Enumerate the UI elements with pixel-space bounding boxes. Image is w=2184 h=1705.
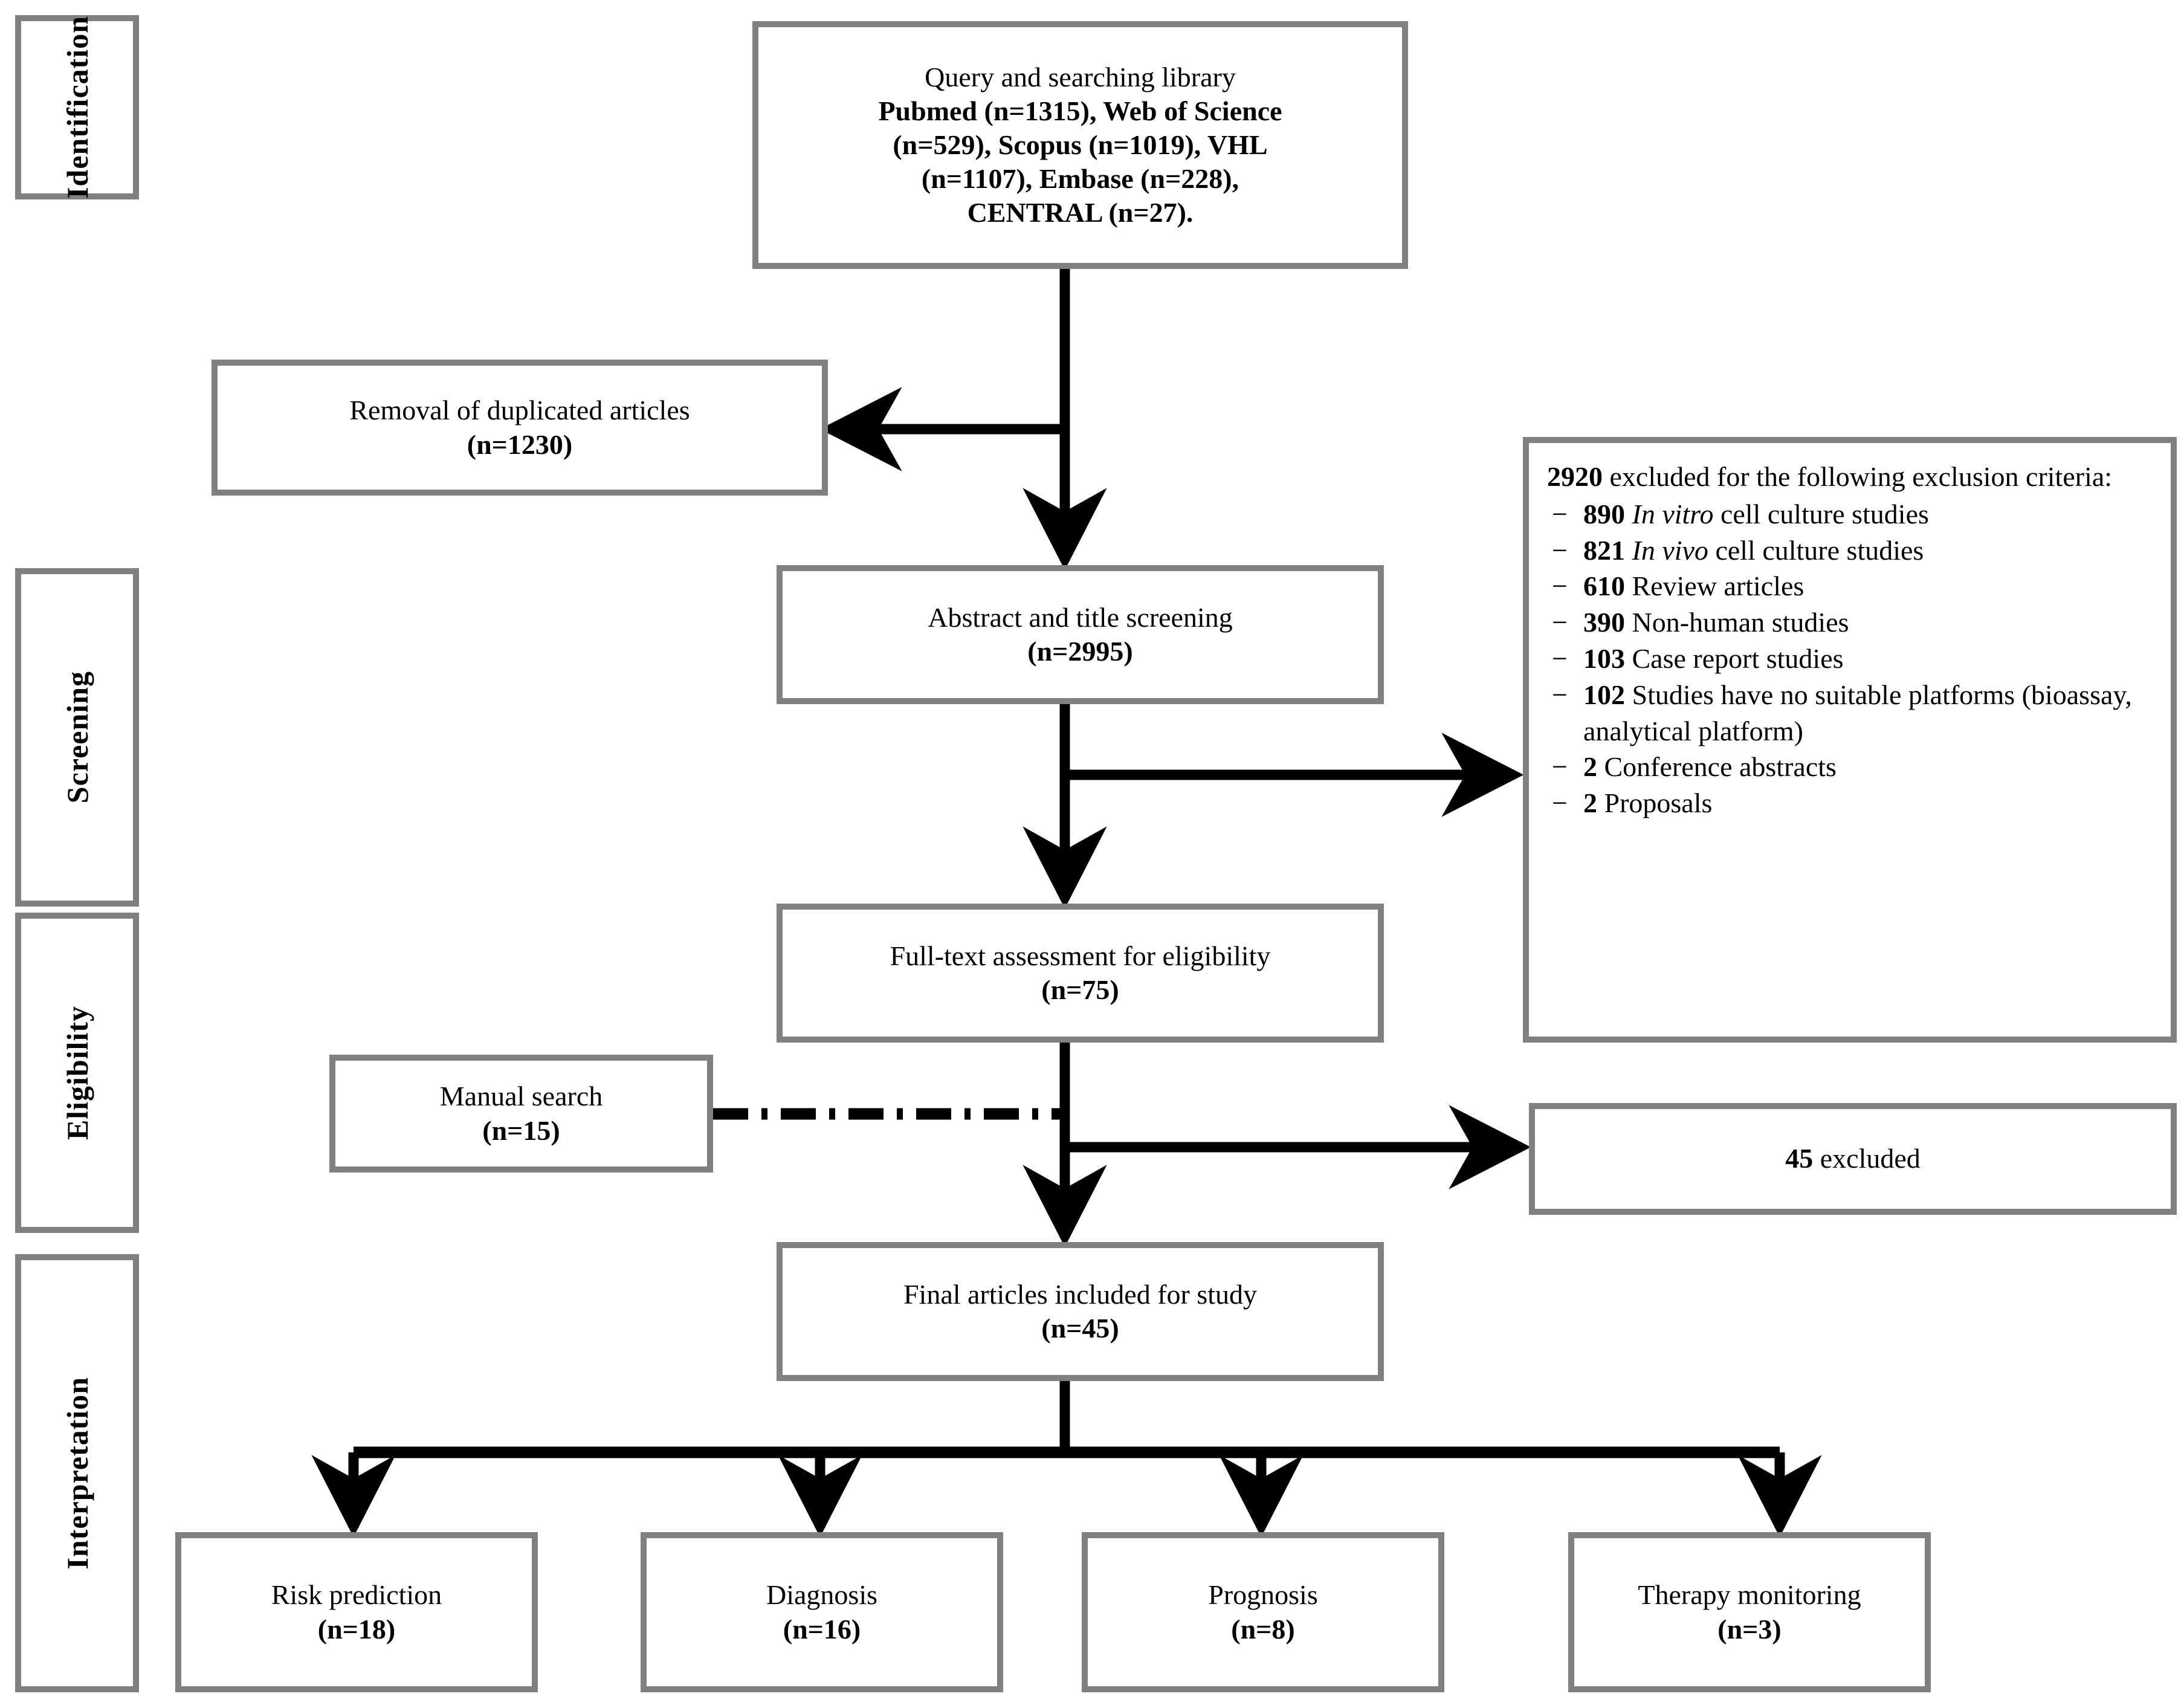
box-outcome-diagnosis: Diagnosis (n=16) bbox=[641, 1532, 1003, 1692]
stage-label-screening: Screening bbox=[60, 671, 94, 804]
exclusion-item: − 103 Case report studies bbox=[1547, 641, 2153, 677]
excluded45-count: 45 bbox=[1785, 1143, 1814, 1174]
outcome-label: Risk prediction bbox=[271, 1579, 442, 1611]
exclusion-item-count: 610 bbox=[1583, 571, 1625, 602]
exclusion-item-text: Review articles bbox=[1632, 571, 1804, 602]
fulltext-count: (n=75) bbox=[1041, 974, 1119, 1005]
exclusion-item: − 821 In vivo cell culture studies bbox=[1547, 532, 2153, 569]
exclusion-item-text: cell culture studies bbox=[1715, 534, 1924, 566]
dash-icon: − bbox=[1552, 751, 1568, 783]
exclusion-item-text: cell culture studies bbox=[1720, 498, 1929, 529]
screening-count: (n=2995) bbox=[1027, 636, 1133, 667]
exclusion-item: − 890 In vitro cell culture studies bbox=[1547, 496, 2153, 532]
exclusion-item-text: Case report studies bbox=[1632, 642, 1844, 674]
stage-screening: Screening bbox=[15, 568, 139, 907]
box-outcome-prognosis: Prognosis (n=8) bbox=[1082, 1532, 1444, 1692]
exclusion-item: − 610 Review articles bbox=[1547, 568, 2153, 604]
box-query-and-searching-library: Query and searching library Pubmed (n=13… bbox=[752, 21, 1408, 269]
dash-icon: − bbox=[1552, 534, 1568, 566]
exclusion-total-count: 2920 bbox=[1547, 461, 1603, 492]
fulltext-label: Full-text assessment for eligibility bbox=[890, 940, 1271, 971]
box-outcome-therapy-monitoring: Therapy monitoring (n=3) bbox=[1568, 1532, 1931, 1692]
duplicates-count: (n=1230) bbox=[467, 429, 573, 460]
dash-icon: − bbox=[1552, 607, 1568, 638]
manual-search-count: (n=15) bbox=[482, 1115, 560, 1146]
final-label: Final articles included for study bbox=[903, 1278, 1258, 1310]
exclusion-item-count: 102 bbox=[1583, 679, 1625, 710]
outcome-label: Diagnosis bbox=[766, 1579, 877, 1611]
dash-icon: − bbox=[1552, 498, 1568, 529]
query-line-4: (n=1107), Embase (n=228), bbox=[921, 163, 1239, 195]
stage-interpretation: Interpretation bbox=[15, 1254, 139, 1692]
box-exclusion-criteria: 2920 excluded for the following exclusio… bbox=[1523, 437, 2177, 1043]
dash-icon: − bbox=[1552, 679, 1568, 710]
exclusion-item-emphasis: In vitro bbox=[1632, 498, 1714, 529]
box-45-excluded: 45 excluded bbox=[1529, 1103, 2177, 1215]
exclusion-item: − 102 Studies have no suitable platforms… bbox=[1547, 677, 2153, 749]
exclusion-item-count: 103 bbox=[1583, 642, 1625, 674]
exclusion-item: − 2 Conference abstracts bbox=[1547, 749, 2153, 785]
exclusion-item-text: Non-human studies bbox=[1632, 607, 1849, 638]
outcome-label: Therapy monitoring bbox=[1638, 1579, 1861, 1611]
exclusion-item-text: Studies have no suitable platforms (bioa… bbox=[1583, 679, 2132, 746]
query-line-1: Query and searching library bbox=[925, 61, 1236, 92]
query-line-5: CENTRAL (n=27). bbox=[967, 197, 1194, 228]
outcome-count: (n=3) bbox=[1717, 1613, 1782, 1645]
exclusion-item-text: Proposals bbox=[1604, 788, 1713, 819]
outcome-count: (n=8) bbox=[1231, 1613, 1295, 1645]
stage-label-interpretation: Interpretation bbox=[60, 1377, 94, 1570]
box-final-articles-included: Final articles included for study (n=45) bbox=[777, 1242, 1384, 1381]
stage-label-eligibility: Eligibility bbox=[60, 1005, 94, 1140]
final-count: (n=45) bbox=[1041, 1313, 1119, 1344]
exclusion-item-count: 2 bbox=[1583, 788, 1597, 819]
outcome-label: Prognosis bbox=[1208, 1579, 1318, 1611]
exclusion-item-count: 821 bbox=[1583, 534, 1625, 566]
box-manual-search: Manual search (n=15) bbox=[329, 1055, 713, 1173]
box-outcome-risk-prediction: Risk prediction (n=18) bbox=[175, 1532, 538, 1692]
dash-icon: − bbox=[1552, 788, 1568, 819]
exclusion-criteria-list: − 890 In vitro cell culture studies − 82… bbox=[1547, 496, 2153, 821]
exclusion-heading-text: excluded for the following exclusion cri… bbox=[1609, 461, 2113, 492]
query-line-3: (n=529), Scopus (n=1019), VHL bbox=[893, 129, 1268, 160]
box-abstract-and-title-screening: Abstract and title screening (n=2995) bbox=[777, 565, 1384, 704]
query-line-2: Pubmed (n=1315), Web of Science bbox=[878, 95, 1282, 126]
stage-identification: Identification bbox=[15, 15, 139, 199]
manual-search-label: Manual search bbox=[439, 1081, 603, 1112]
exclusion-item-count: 2 bbox=[1583, 751, 1597, 783]
exclusion-heading: 2920 excluded for the following exclusio… bbox=[1547, 459, 2153, 495]
dash-icon: − bbox=[1552, 571, 1568, 602]
outcome-count: (n=16) bbox=[783, 1613, 861, 1645]
box-removal-of-duplicated-articles: Removal of duplicated articles (n=1230) bbox=[212, 360, 828, 496]
exclusion-item: − 2 Proposals bbox=[1547, 785, 2153, 821]
screening-label: Abstract and title screening bbox=[928, 601, 1233, 633]
exclusion-item-text: Conference abstracts bbox=[1604, 751, 1837, 783]
stage-label-identification: Identification bbox=[60, 16, 94, 199]
excluded45-label: excluded bbox=[1820, 1143, 1921, 1174]
exclusion-item-count: 890 bbox=[1583, 498, 1625, 529]
box-full-text-assessment: Full-text assessment for eligibility (n=… bbox=[777, 904, 1384, 1043]
duplicates-label: Removal of duplicated articles bbox=[349, 395, 690, 426]
dash-icon: − bbox=[1552, 642, 1568, 674]
exclusion-item-count: 390 bbox=[1583, 607, 1625, 638]
exclusion-item-emphasis: In vivo bbox=[1632, 534, 1708, 566]
outcome-count: (n=18) bbox=[317, 1613, 396, 1645]
exclusion-item: − 390 Non-human studies bbox=[1547, 604, 2153, 641]
stage-eligibility: Eligibility bbox=[15, 913, 139, 1233]
